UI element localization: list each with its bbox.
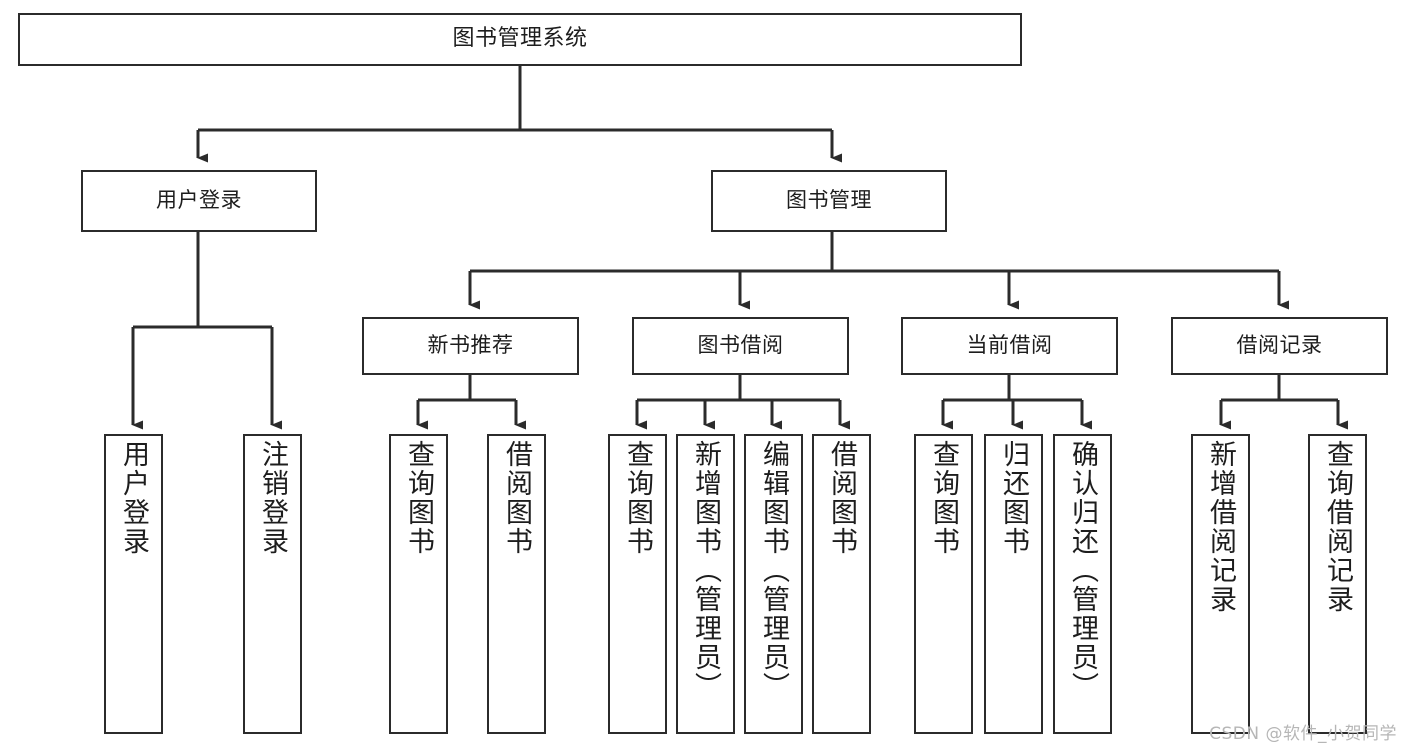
node-user-login[interactable]: 用户登录 [81,170,317,232]
node-new-book-recommend[interactable]: 新书推荐 [362,317,579,375]
node-leaf-add-book-admin-label: 新增图书（管理员） [690,440,721,701]
node-leaf-borrow-book-2-label: 借阅图书 [826,440,857,556]
node-leaf-add-borrow-record[interactable]: 新增借阅记录 [1191,434,1250,734]
node-root-label: 图书管理系统 [452,26,588,52]
node-leaf-borrow-book-2[interactable]: 借阅图书 [812,434,871,734]
node-leaf-query-book-1[interactable]: 查询图书 [389,434,448,734]
node-leaf-query-borrow-record-label: 查询借阅记录 [1322,440,1353,614]
node-borrow-record[interactable]: 借阅记录 [1171,317,1388,375]
node-current-borrow[interactable]: 当前借阅 [901,317,1118,375]
node-leaf-query-book-2-label: 查询图书 [622,440,653,556]
node-leaf-confirm-return-admin-label: 确认归还（管理员） [1067,440,1098,701]
node-leaf-edit-book-admin[interactable]: 编辑图书（管理员） [744,434,803,734]
node-leaf-edit-book-admin-label: 编辑图书（管理员） [758,440,789,701]
node-leaf-query-book-2[interactable]: 查询图书 [608,434,667,734]
node-leaf-add-book-admin[interactable]: 新增图书（管理员） [676,434,735,734]
node-new-book-recommend-label: 新书推荐 [427,333,514,358]
node-leaf-logout-login[interactable]: 注销登录 [243,434,302,734]
node-leaf-query-borrow-record[interactable]: 查询借阅记录 [1308,434,1367,734]
node-leaf-add-borrow-record-label: 新增借阅记录 [1205,440,1236,614]
node-book-manage-label: 图书管理 [786,188,872,213]
node-leaf-logout-login-label: 注销登录 [257,440,288,556]
node-root[interactable]: 图书管理系统 [18,13,1022,66]
node-leaf-borrow-book-1-label: 借阅图书 [501,440,532,556]
node-leaf-user-login[interactable]: 用户登录 [104,434,163,734]
node-leaf-user-login-label: 用户登录 [118,440,149,556]
node-book-borrow[interactable]: 图书借阅 [632,317,849,375]
node-user-login-label: 用户登录 [156,188,242,213]
node-leaf-query-book-3[interactable]: 查询图书 [914,434,973,734]
node-leaf-return-book[interactable]: 归还图书 [984,434,1043,734]
node-leaf-query-book-3-label: 查询图书 [928,440,959,556]
node-current-borrow-label: 当前借阅 [966,333,1053,358]
node-book-manage[interactable]: 图书管理 [711,170,947,232]
node-leaf-query-book-1-label: 查询图书 [403,440,434,556]
node-leaf-confirm-return-admin[interactable]: 确认归还（管理员） [1053,434,1112,734]
node-book-borrow-label: 图书借阅 [697,333,784,358]
node-borrow-record-label: 借阅记录 [1236,333,1323,358]
node-leaf-return-book-label: 归还图书 [998,440,1029,556]
node-leaf-borrow-book-1[interactable]: 借阅图书 [487,434,546,734]
